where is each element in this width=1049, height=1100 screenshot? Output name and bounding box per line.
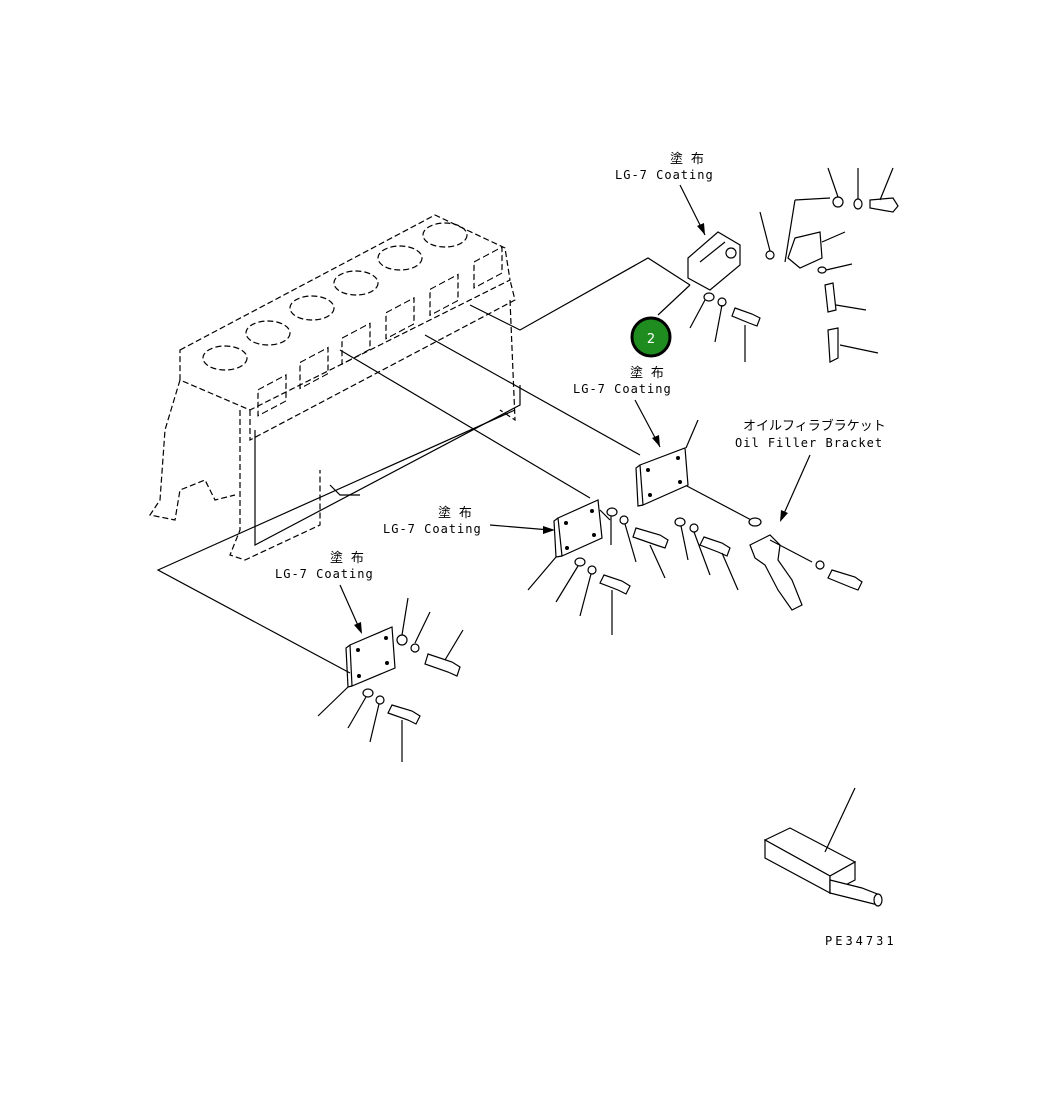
annotation-arrows <box>339 184 811 634</box>
oil-filler-bracket-part <box>749 534 863 611</box>
coating-jp-label: 塗 布 <box>630 365 664 381</box>
label-oil-filler-bracket: オイルフィラブラケット Oil Filler Bracket <box>735 418 886 450</box>
coating-en-label: LG-7 Coating <box>615 168 714 182</box>
cover-plate-center <box>527 499 669 635</box>
oil-filler-en-label: Oil Filler Bracket <box>735 436 883 450</box>
coating-en-label: LG-7 Coating <box>275 567 374 581</box>
engine-block <box>149 214 521 561</box>
service-tool <box>763 787 883 907</box>
label-coating-top: 塗 布 LG-7 Coating <box>615 151 714 182</box>
callout-badge[interactable]: 2 <box>630 316 672 358</box>
cover-plate-mid-right <box>635 419 762 591</box>
callout-circle[interactable] <box>630 316 672 358</box>
coating-jp-label: 塗 布 <box>438 505 472 521</box>
label-coating-mid: 塗 布 LG-7 Coating <box>573 365 672 396</box>
coating-en-label: LG-7 Coating <box>573 382 672 396</box>
drawing-number: PE34731 <box>825 934 897 948</box>
oil-filler-parts <box>784 167 899 363</box>
label-coating-lower: 塗 布 LG-7 Coating <box>275 550 374 581</box>
cover-plate-lower-left <box>317 597 464 762</box>
coating-jp-label: 塗 布 <box>330 550 364 566</box>
coating-jp-label: 塗 布 <box>670 151 704 167</box>
assembly-lines <box>156 257 756 674</box>
cover-plate-top <box>657 211 775 362</box>
oil-filler-jp-label: オイルフィラブラケット <box>743 418 886 434</box>
label-coating-center: 塗 布 LG-7 Coating <box>383 505 482 536</box>
callout-number: 2 <box>647 332 655 347</box>
coating-en-label: LG-7 Coating <box>383 522 482 536</box>
